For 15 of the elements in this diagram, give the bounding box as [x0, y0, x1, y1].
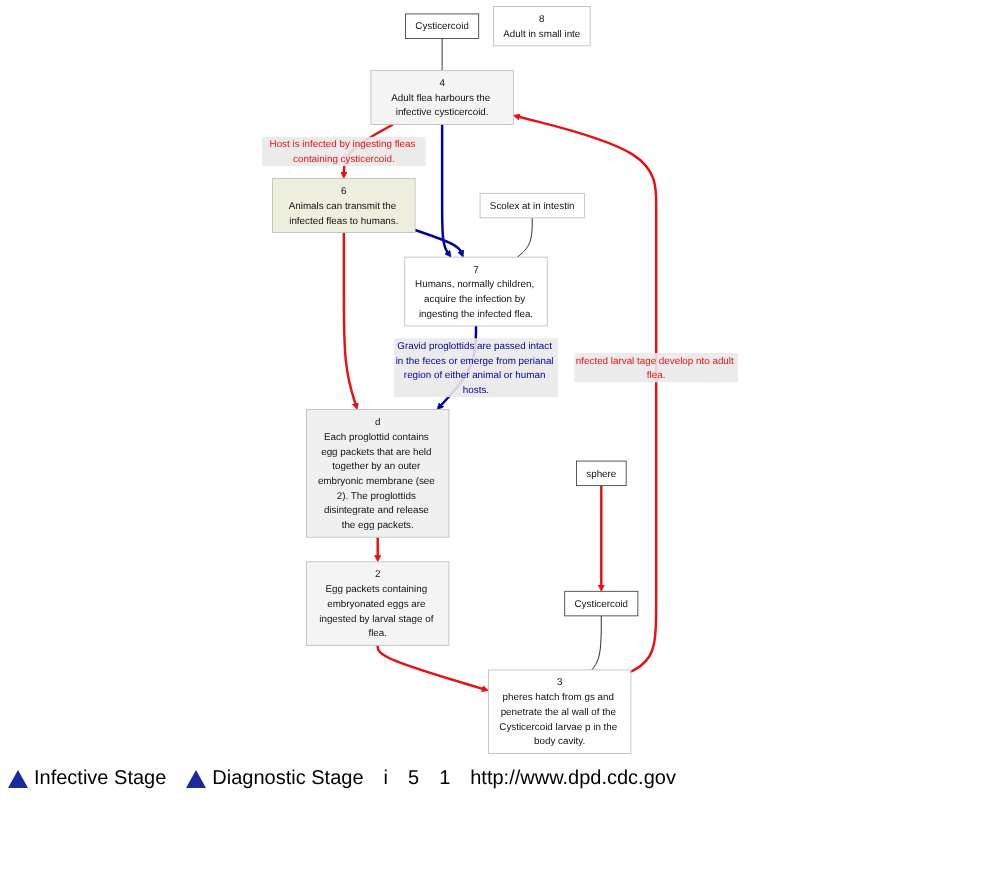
- arrow: [440, 124, 452, 258]
- legend-text: Diagnostic Stage: [212, 768, 364, 790]
- note-label: 1: [439, 768, 451, 790]
- arrow: [374, 537, 382, 563]
- arrow: [376, 645, 489, 693]
- connector: [517, 217, 533, 258]
- note-label: i: [383, 768, 388, 790]
- note-label: 5: [408, 768, 420, 790]
- arrow: [342, 232, 359, 410]
- arrow: [513, 113, 658, 673]
- arrow: [597, 485, 605, 592]
- arrow: [414, 228, 465, 258]
- connector: [441, 38, 443, 71]
- legend-text: Infective Stage: [34, 768, 167, 790]
- connector: [591, 615, 602, 671]
